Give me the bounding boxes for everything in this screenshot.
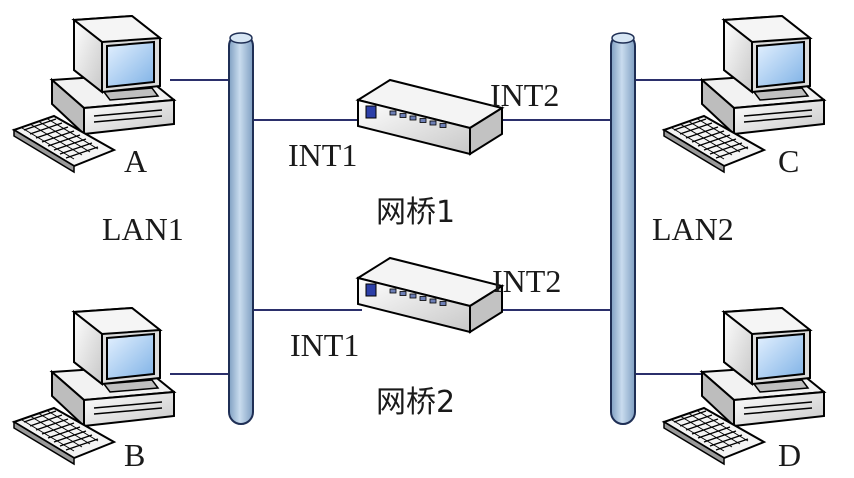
bridge1-int2-label: INT2 <box>490 77 559 113</box>
network-bridge-icon <box>357 79 503 155</box>
bridge2-int2-label: INT2 <box>492 263 561 299</box>
desktop-computer-icon <box>663 15 825 173</box>
computer-d-label: D <box>778 437 801 473</box>
computer-b-label: B <box>124 437 145 473</box>
computer-a-label: A <box>124 143 147 179</box>
bridge1-int1-label: INT1 <box>288 137 357 173</box>
computer-c-label: C <box>778 143 799 179</box>
lan2-label: LAN2 <box>652 211 734 247</box>
desktop-computer-icon <box>13 15 175 173</box>
bridge1-name-label: 网桥1 <box>376 195 455 230</box>
lan1-label: LAN1 <box>102 211 184 247</box>
network-bridge-icon <box>357 257 503 333</box>
bridge2-int1-label: INT1 <box>290 327 359 363</box>
lan2-bus <box>610 32 636 425</box>
wires <box>170 79 712 375</box>
lan1-bus <box>228 32 254 425</box>
desktop-computer-icon <box>13 307 175 465</box>
bridge2-name-label: 网桥2 <box>376 385 455 420</box>
